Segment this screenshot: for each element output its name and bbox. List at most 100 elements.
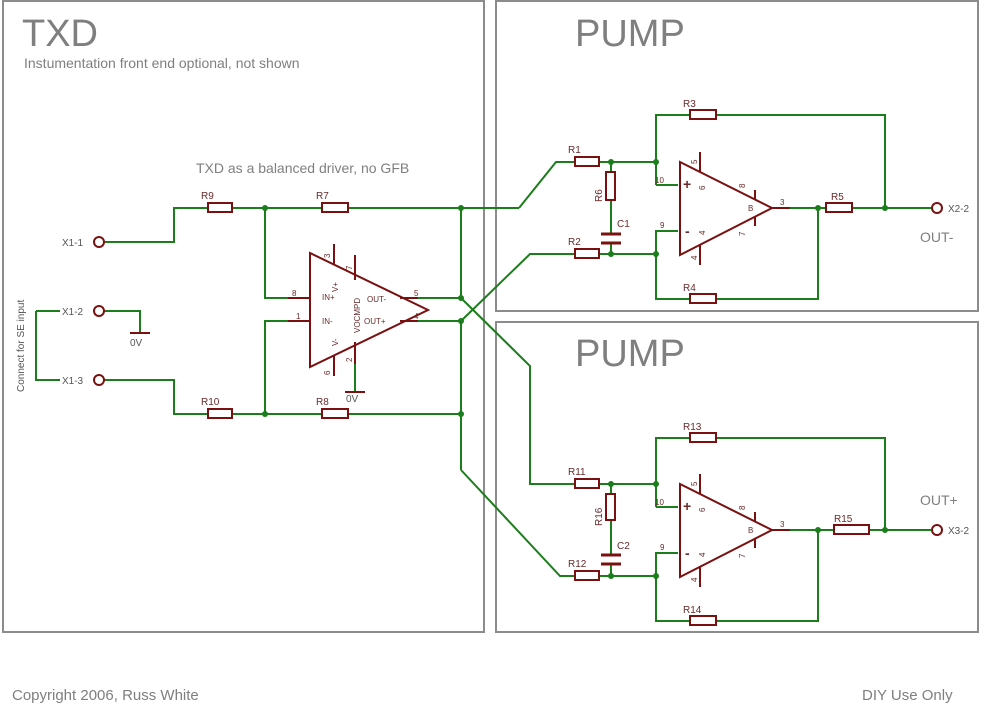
driver-pin-2: 2	[345, 357, 354, 362]
pump-top-pin-b: B	[748, 204, 753, 213]
pump-top-title: PUMP	[575, 13, 685, 55]
connector-x1-1[interactable]	[93, 236, 105, 248]
driver-opamp: IN+ IN- OUT- OUT+ V+ V- VOCMPD 3 7 8 1 5…	[288, 244, 431, 376]
pump-bottom-pin-b: B	[748, 526, 753, 535]
driver-pin-8: 8	[292, 289, 297, 298]
label-r7: R7	[316, 191, 329, 202]
resistor-r6	[605, 171, 616, 201]
label-r14: R14	[683, 605, 702, 616]
txd-subtitle: Instumentation front end optional, not s…	[24, 55, 300, 71]
capacitor-c2	[601, 553, 621, 566]
pump-top-pin-3: 3	[780, 198, 785, 207]
label-r16: R16	[594, 507, 605, 526]
driver-pin-vp: V+	[331, 282, 340, 292]
label-r12: R12	[568, 559, 587, 570]
resistor-r5	[825, 202, 853, 213]
pump-bottom-pin-7: 7	[738, 553, 747, 558]
label-r6: R6	[594, 189, 605, 202]
driver-pin-inn: IN-	[322, 317, 333, 326]
driver-pin-4: 4	[414, 312, 419, 321]
pump-bottom-plus: +	[683, 498, 691, 514]
pump-bottom-minus: -	[685, 545, 690, 561]
out-minus-label: OUT-	[920, 229, 954, 245]
ground-symbol-driver: 0V	[345, 391, 365, 405]
resistor-r9	[207, 202, 233, 213]
connector-label-x1-1: X1-1	[62, 238, 84, 249]
resistor-r8	[321, 408, 349, 419]
resistor-r7	[321, 202, 349, 213]
resistor-r1	[574, 156, 600, 167]
driver-pin-3: 3	[323, 253, 332, 258]
pump-bottom-title: PUMP	[575, 333, 685, 375]
capacitor-c1	[601, 232, 621, 245]
driver-pin-outp: OUT+	[364, 317, 386, 326]
driver-pin-vm: V-	[331, 338, 340, 346]
txd-title: TXD	[22, 13, 98, 55]
label-r8: R8	[316, 397, 329, 408]
label-r13: R13	[683, 422, 702, 433]
txd-frame	[2, 0, 485, 633]
resistor-r10	[207, 408, 233, 419]
driver-pin-7: 7	[345, 265, 354, 270]
pump-top-pin-9: 9	[660, 221, 665, 230]
label-c1: C1	[617, 219, 630, 230]
footer-usage: DIY Use Only	[862, 687, 953, 704]
ground-label-input: 0V	[130, 338, 143, 349]
resistor-r15	[833, 524, 870, 535]
connector-label-x2-2: X2-2	[948, 204, 970, 215]
driver-pin-inp: IN+	[322, 293, 335, 302]
pump-top-opamp: + - 10 9 3 5 4 8 7 6 4 B	[655, 152, 790, 265]
connector-label-x1-3: X1-3	[62, 376, 84, 387]
pump-top-pin-4b: 4	[698, 230, 707, 235]
driver-note: TXD as a balanced driver, no GFB	[196, 160, 409, 176]
pump-top-pin-4: 4	[690, 255, 699, 260]
label-r5: R5	[831, 192, 844, 203]
pump-bottom-pin-10: 10	[655, 498, 664, 507]
label-r9: R9	[201, 191, 214, 202]
resistor-r2	[574, 248, 600, 259]
label-c2: C2	[617, 541, 630, 552]
driver-pin-5: 5	[414, 289, 419, 298]
driver-pin-outm: OUT-	[367, 295, 386, 304]
out-plus-label: OUT+	[920, 492, 958, 508]
label-r15: R15	[834, 514, 853, 525]
ground-label-driver: 0V	[346, 394, 359, 405]
label-r11: R11	[568, 467, 586, 478]
pump-top-pin-5: 5	[690, 159, 699, 164]
txd-wires	[35, 161, 575, 577]
label-r10: R10	[201, 397, 220, 408]
pump-top-frame	[495, 0, 979, 312]
resistor-r4	[689, 293, 717, 304]
connector-x2-2[interactable]	[931, 202, 943, 214]
pump-bottom-pin-4: 4	[690, 577, 699, 582]
label-r4: R4	[683, 283, 696, 294]
se-input-note: Connect for SE input	[16, 300, 27, 392]
driver-pin-6: 6	[323, 370, 332, 375]
footer-copyright: Copyright 2006, Russ White	[12, 687, 199, 704]
pump-top-pin-6: 6	[698, 185, 707, 190]
driver-pin-1: 1	[296, 312, 301, 321]
connector-x1-2[interactable]	[93, 305, 105, 317]
pump-top-plus: +	[683, 176, 691, 192]
pump-top-pin-10: 10	[655, 176, 664, 185]
label-r3: R3	[683, 99, 696, 110]
pump-bottom-pin-5: 5	[690, 481, 699, 486]
pump-bottom-pin-6: 6	[698, 507, 707, 512]
pump-bottom-pin-9: 9	[660, 543, 665, 552]
connector-label-x1-2: X1-2	[62, 307, 84, 318]
pump-top-minus: -	[685, 223, 690, 239]
connector-x3-2[interactable]	[931, 524, 943, 536]
pump-bottom-frame	[495, 321, 979, 633]
pump-top-pin-8: 8	[738, 183, 747, 188]
resistor-r3	[689, 109, 717, 120]
resistor-r16	[605, 493, 616, 521]
pump-top-pin-7: 7	[738, 231, 747, 236]
label-r2: R2	[568, 237, 581, 248]
resistor-r12	[574, 570, 600, 581]
resistor-r11	[574, 478, 600, 489]
pump-bottom-pin-4b: 4	[698, 552, 707, 557]
connector-x1-3[interactable]	[93, 374, 105, 386]
connector-label-x3-2: X3-2	[948, 526, 970, 537]
resistor-r14	[689, 615, 717, 626]
